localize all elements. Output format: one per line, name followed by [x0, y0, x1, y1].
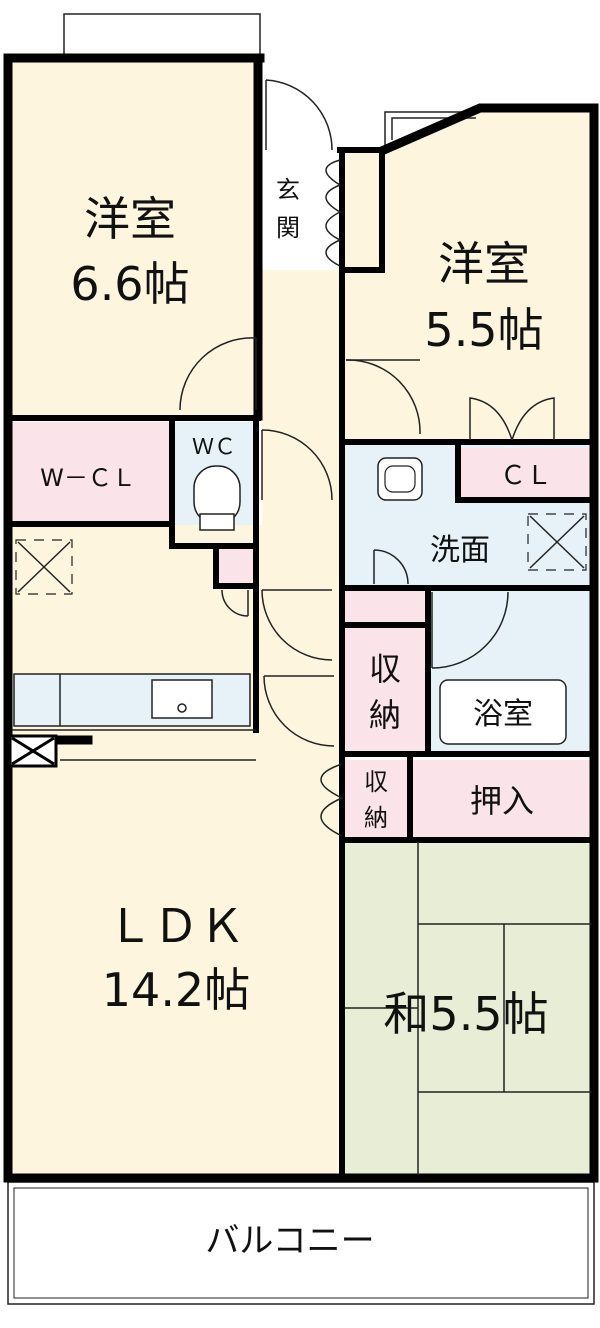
ventilation-box — [8, 734, 58, 768]
bath-label: 浴室 — [473, 697, 533, 732]
cl-floor — [460, 448, 592, 498]
storage2-floor — [345, 760, 407, 838]
bedroom1-name: 洋室 — [84, 192, 176, 246]
ldk-size: 14.2帖 — [102, 963, 250, 1017]
entrance-label-2: 関 — [276, 214, 300, 242]
wcl-floor — [8, 422, 171, 522]
wc-label: ＷＣ — [192, 435, 236, 460]
doors — [179, 79, 555, 837]
bedroom2-floor — [345, 110, 592, 440]
kitchen-counter — [12, 673, 256, 761]
storage1-label-2: 納 — [369, 696, 401, 734]
toilet — [193, 465, 241, 531]
storage1-label-1: 収 — [369, 650, 401, 688]
ldk-name: ＬＤＫ — [107, 899, 245, 953]
storage2-label-2: 納 — [364, 804, 388, 832]
bedroom2-name: 洋室 — [438, 237, 530, 291]
washer-space — [527, 513, 587, 571]
washroom-label: 洗面 — [430, 533, 490, 568]
fridge-space — [15, 539, 73, 595]
cl-label: ＣＬ — [500, 461, 552, 491]
storage1-floor — [345, 590, 425, 752]
entrance-label-1: 玄 — [276, 176, 300, 204]
wcl-label: W－ＣＬ — [40, 464, 136, 492]
balcony-label: バルコニー — [205, 1221, 374, 1261]
bedroom1-floor — [8, 58, 258, 416]
entrance-floor — [262, 150, 340, 270]
ldk-floor — [8, 525, 338, 1175]
balcony — [7, 1181, 595, 1305]
bedroom1-size: 6.6帖 — [70, 257, 189, 311]
tatami-lines — [345, 842, 592, 1175]
entry-canopy — [63, 13, 261, 59]
wash-basin — [377, 457, 423, 501]
washitsu-label: 和5.5帖 — [383, 987, 548, 1041]
wc-side-storage — [218, 548, 254, 584]
storage2-label-1: 収 — [364, 768, 388, 796]
bedroom2-size: 5.5帖 — [424, 303, 543, 357]
oshiire-label: 押入 — [470, 782, 534, 820]
oshiire-floor — [410, 760, 592, 838]
bathtub — [439, 679, 567, 745]
